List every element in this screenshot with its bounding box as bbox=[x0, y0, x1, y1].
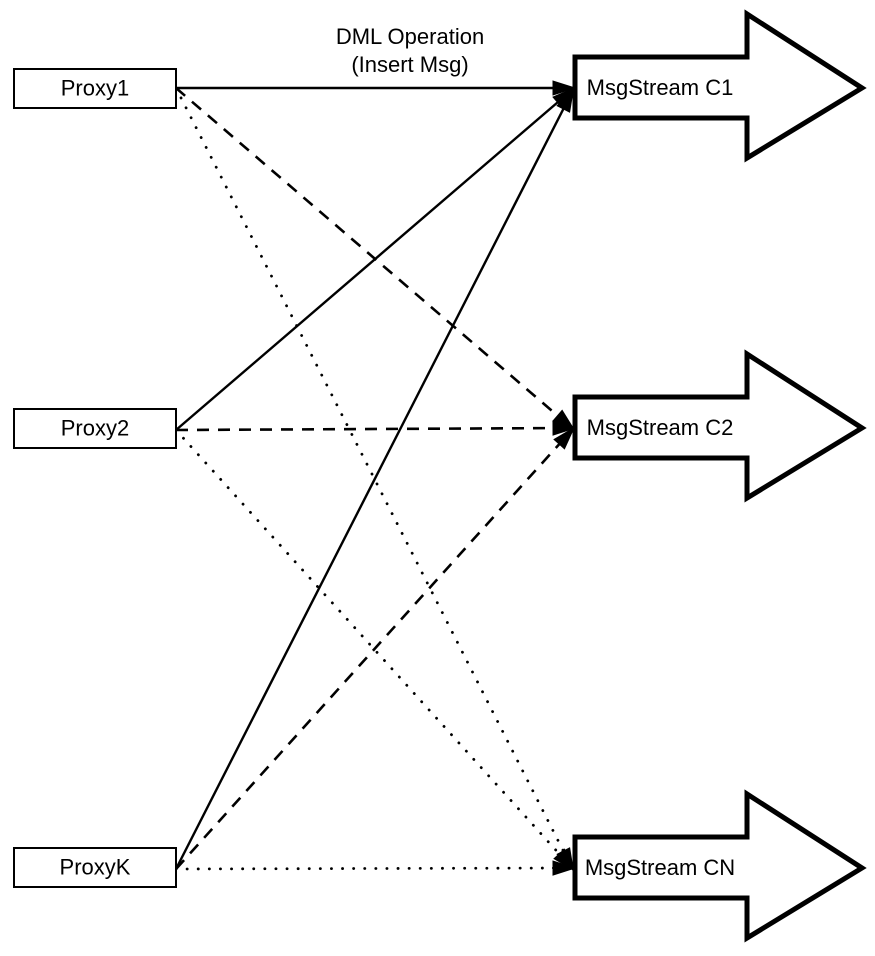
proxy2-box bbox=[13, 408, 177, 449]
stream_c1-shape bbox=[572, 9, 867, 163]
arrowhead-proxyk-to-c1 bbox=[556, 87, 575, 113]
streams-layer: MsgStream C1 MsgStream C2 MsgStream CN bbox=[572, 9, 867, 943]
edge-proxyk-to-c1 bbox=[174, 91, 574, 870]
stream_c1-label: MsgStream C1 bbox=[587, 75, 734, 100]
proxy1-group[interactable]: Proxy1 bbox=[13, 68, 177, 109]
stream_c2-group: MsgStream C2 bbox=[572, 349, 867, 503]
stream_cn-label: MsgStream CN bbox=[585, 855, 735, 880]
annotations-layer: DML Operation (Insert Msg) bbox=[336, 24, 484, 77]
edge-proxy1-to-c2 bbox=[175, 87, 573, 429]
edge-proxy2-to-c2 bbox=[175, 426, 573, 432]
stream_c2-label: MsgStream C2 bbox=[587, 415, 734, 440]
proxy2-label: Proxy2 bbox=[61, 415, 129, 440]
edge-proxy2-to-c1 bbox=[175, 89, 573, 431]
arrowheads-layer bbox=[552, 80, 577, 876]
arrowhead-proxyk-to-c2 bbox=[553, 426, 576, 450]
arrowhead-proxyk-to-cn bbox=[552, 860, 577, 876]
proxyk-group[interactable]: ProxyK bbox=[13, 847, 177, 888]
stream_c2-shape bbox=[572, 349, 867, 503]
stream_cn-group: MsgStream CN bbox=[572, 789, 867, 943]
proxyk-label: ProxyK bbox=[60, 854, 131, 879]
arrowhead-proxy1-to-c1 bbox=[552, 80, 577, 96]
dml-operation-label-line1: DML Operation bbox=[336, 24, 484, 49]
proxyk-box bbox=[13, 847, 177, 888]
stream_cn-shape bbox=[572, 789, 867, 943]
dml-operation-label-line2: (Insert Msg) bbox=[351, 52, 468, 77]
proxy1-box bbox=[13, 68, 177, 109]
arrowhead-proxy2-to-c2 bbox=[552, 420, 577, 436]
edge-proxyk-to-c2 bbox=[175, 429, 573, 870]
stream_c1-group: MsgStream C1 bbox=[572, 9, 867, 163]
proxy1-label: Proxy1 bbox=[61, 75, 129, 100]
edge-proxyk-to-cn bbox=[174, 866, 574, 871]
edges-layer bbox=[174, 86, 574, 871]
proxy2-group[interactable]: Proxy2 bbox=[13, 408, 177, 449]
edge-proxy1-to-cn bbox=[174, 86, 574, 870]
